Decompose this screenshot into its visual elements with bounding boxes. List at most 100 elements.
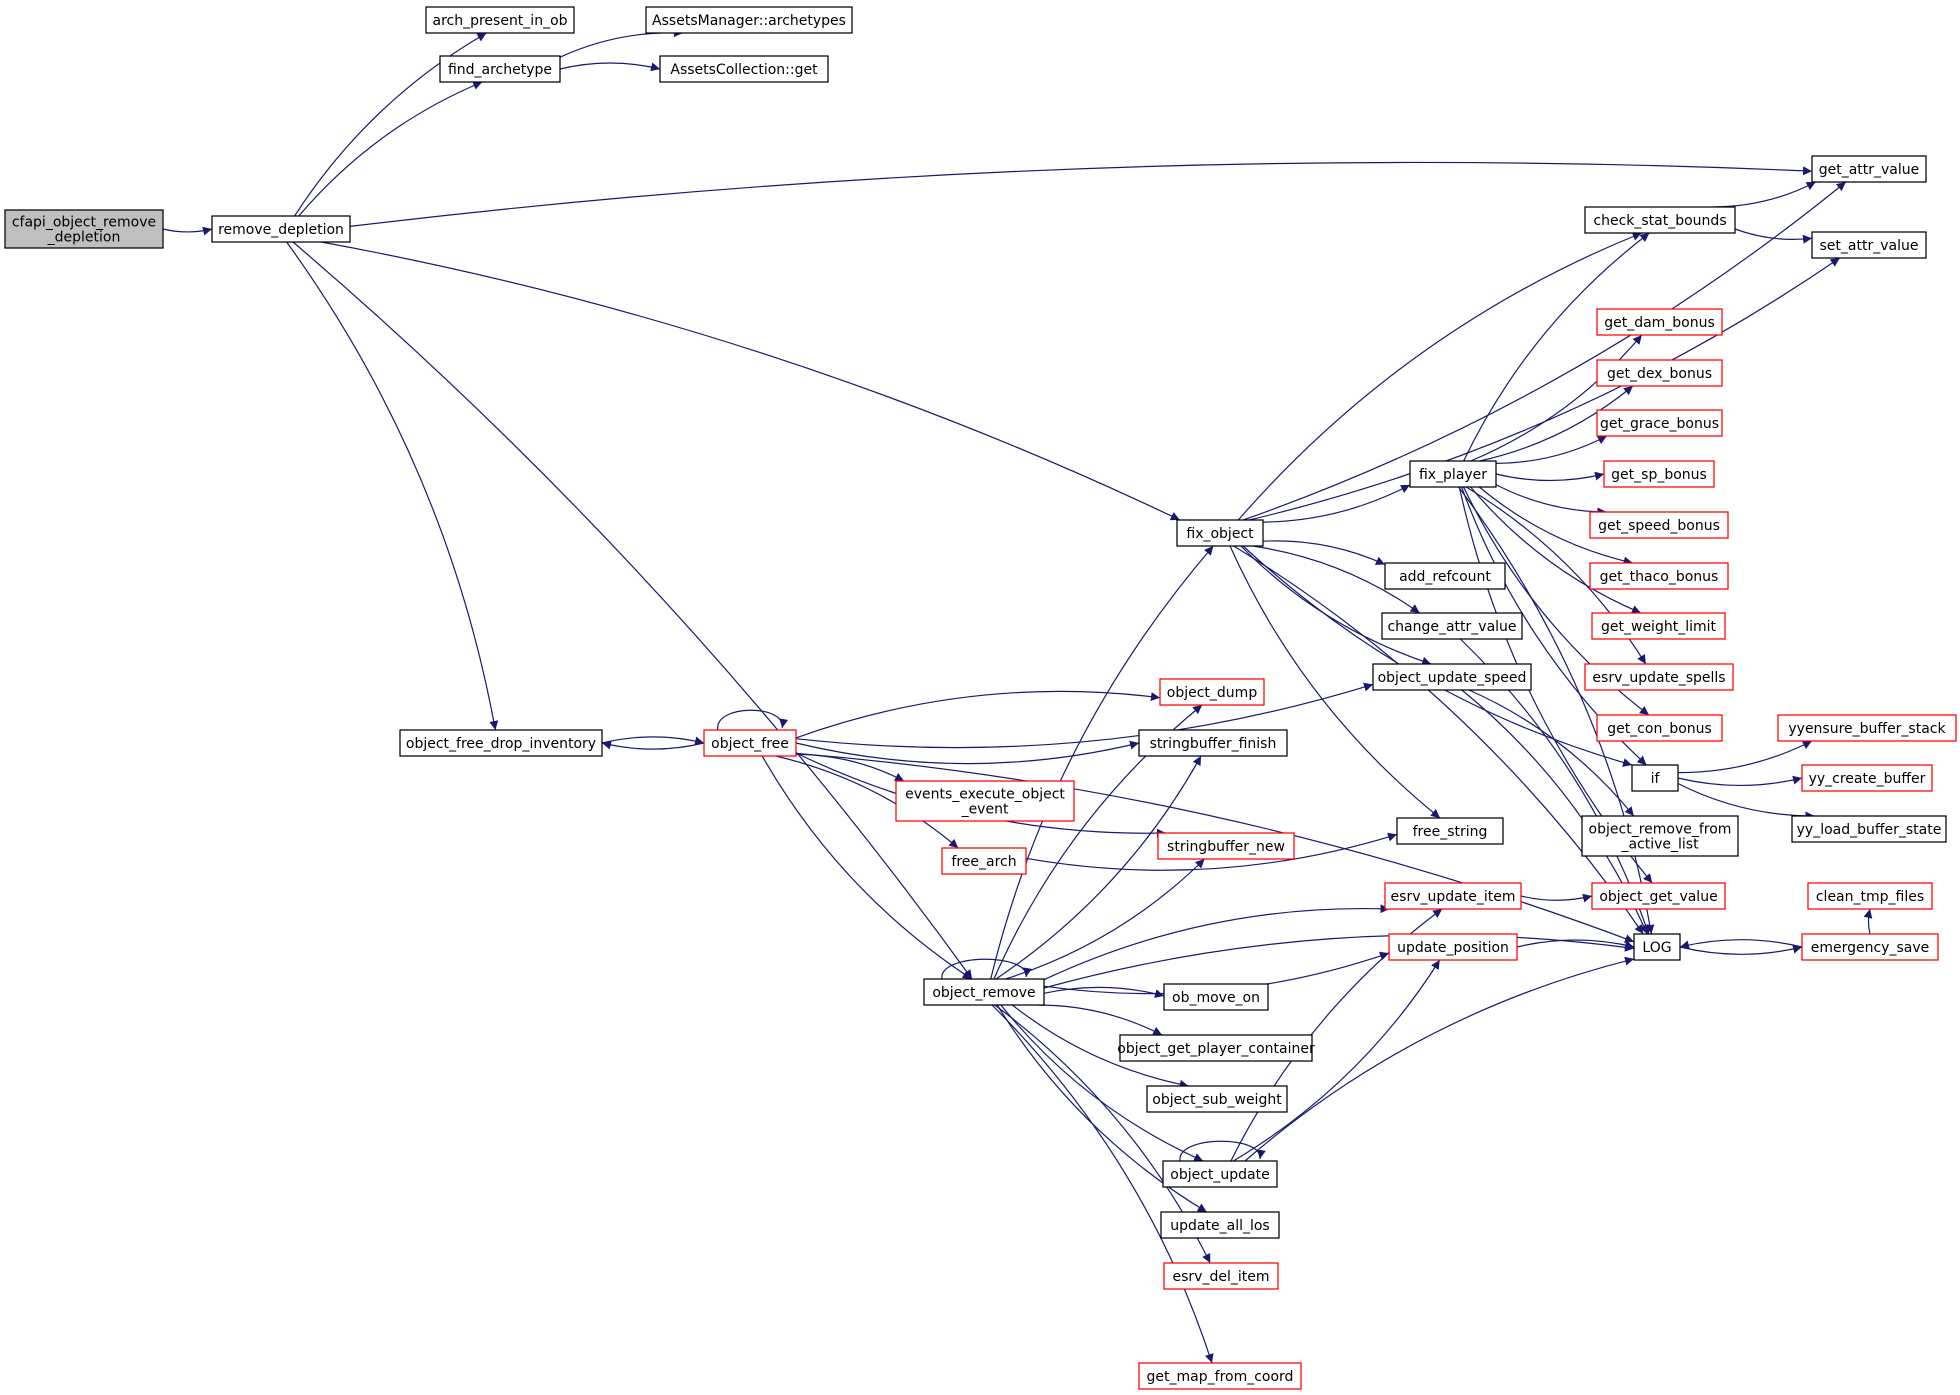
edge-object_remove-to-object_get_player_container bbox=[1037, 1004, 1163, 1036]
node-get-sp-bonus[interactable]: get_sp_bonus bbox=[1603, 460, 1715, 488]
node-object-update[interactable]: object_update bbox=[1162, 1160, 1278, 1188]
node-esrv-update-item[interactable]: esrv_update_item bbox=[1384, 882, 1522, 910]
node-assetscollection-get[interactable]: AssetsCollection::get bbox=[659, 55, 829, 83]
node-get-thaco-bonus[interactable]: get_thaco_bonus bbox=[1589, 562, 1729, 590]
node-object-free[interactable]: object_free bbox=[703, 729, 797, 757]
edge-remove_depletion-to-get_attr_value bbox=[349, 161, 1813, 227]
node-find-archetype[interactable]: find_archetype bbox=[439, 55, 561, 83]
node-get-dam-bonus[interactable]: get_dam_bonus bbox=[1596, 308, 1723, 336]
node-get-grace-bonus[interactable]: get_grace_bonus bbox=[1596, 409, 1723, 437]
edge-LOG-to-emergency_save bbox=[1679, 944, 1803, 955]
node-get-weight-limit[interactable]: get_weight_limit bbox=[1591, 612, 1726, 640]
node-object-remove-from-active-list[interactable]: object_remove_from_active_list bbox=[1581, 815, 1739, 857]
node-log[interactable]: LOG bbox=[1633, 933, 1681, 961]
node-free-string[interactable]: free_string bbox=[1396, 817, 1504, 845]
node-stringbuffer-new[interactable]: stringbuffer_new bbox=[1157, 832, 1295, 860]
node-cfapi-object-remove-depletion[interactable]: cfapi_object_remove_depletion bbox=[4, 209, 164, 249]
node-label: fix_player bbox=[1419, 467, 1487, 483]
node-box bbox=[1146, 1085, 1288, 1113]
node-label: stringbuffer_new bbox=[1167, 839, 1285, 855]
edge-emergency_save-to-LOG bbox=[1679, 939, 1803, 950]
node-esrv-update-spells[interactable]: esrv_update_spells bbox=[1584, 663, 1734, 691]
node-clean-tmp-files[interactable]: clean_tmp_files bbox=[1807, 882, 1933, 910]
node-object-update-speed[interactable]: object_update_speed bbox=[1372, 663, 1532, 691]
node-get-map-from-coord[interactable]: get_map_from_coord bbox=[1138, 1362, 1302, 1390]
node-yy-create-buffer[interactable]: yy_create_buffer bbox=[1801, 764, 1933, 792]
node-update-position[interactable]: update_position bbox=[1388, 933, 1518, 961]
node-box bbox=[425, 6, 575, 34]
node-label: object_sub_weight bbox=[1152, 1092, 1282, 1108]
node-label: cfapi_object_remove bbox=[12, 215, 156, 231]
node-add-refcount[interactable]: add_refcount bbox=[1384, 562, 1506, 590]
edge-fix_player-to-get_dam_bonus bbox=[1470, 334, 1643, 462]
nodes-layer: cfapi_object_remove_depletion remove_depl… bbox=[4, 6, 1957, 1390]
node-box bbox=[1163, 983, 1269, 1011]
edge-object_remove-to-get_map_from_coord bbox=[991, 1004, 1214, 1364]
node-update-all-los[interactable]: update_all_los bbox=[1160, 1211, 1280, 1239]
node-box bbox=[1791, 815, 1947, 843]
node-object-dump[interactable]: object_dump bbox=[1159, 678, 1265, 706]
node-ob-move-on[interactable]: ob_move_on bbox=[1163, 983, 1269, 1011]
node-fix-object[interactable]: fix_object bbox=[1176, 519, 1264, 547]
node-label: add_refcount bbox=[1399, 569, 1491, 585]
node-get-attr-value[interactable]: get_attr_value bbox=[1811, 155, 1927, 183]
edge-fix_player-to-LOG bbox=[1458, 486, 1655, 935]
node-set-attr-value[interactable]: set_attr_value bbox=[1811, 231, 1927, 259]
edge-object_remove-to-LOG bbox=[1043, 934, 1635, 989]
edge-check_stat_bounds-to-set_attr_value bbox=[1734, 228, 1813, 244]
node-yy-load-buffer-state[interactable]: yy_load_buffer_state bbox=[1791, 815, 1947, 843]
node-arch-present-in-ob[interactable]: arch_present_in_ob bbox=[425, 6, 575, 34]
edge-find_archetype-to-AssetsManager_archetypes bbox=[559, 28, 683, 58]
edge-fix_player-to-get_speed_bonus bbox=[1495, 484, 1607, 517]
node-label: free_arch bbox=[951, 854, 1016, 870]
node-label: yy_create_buffer bbox=[1809, 771, 1926, 787]
node-check-stat-bounds[interactable]: check_stat_bounds bbox=[1584, 206, 1736, 234]
node-esrv-del-item[interactable]: esrv_del_item bbox=[1163, 1262, 1279, 1290]
node-get-dex-bonus[interactable]: get_dex_bonus bbox=[1596, 359, 1723, 387]
node-fix-player[interactable]: fix_player bbox=[1409, 460, 1497, 488]
edge-object_free-to-free_arch bbox=[775, 755, 959, 849]
node-label: object_update bbox=[1170, 1167, 1269, 1183]
node-assetsmanager-archetypes[interactable]: AssetsManager::archetypes bbox=[645, 6, 853, 34]
node-events-execute-object-event[interactable]: events_execute_object_event bbox=[895, 780, 1075, 822]
edge-object_free-to-object_free bbox=[717, 709, 789, 731]
node-box bbox=[1160, 1211, 1280, 1239]
edge-object_free-to-object_remove bbox=[761, 755, 973, 980]
node-get-con-bonus[interactable]: get_con_bonus bbox=[1596, 714, 1723, 742]
node-stringbuffer-finish[interactable]: stringbuffer_finish bbox=[1138, 729, 1288, 757]
edge-object_free-to-object_update_speed bbox=[795, 682, 1374, 749]
edge-if-to-yy_load_buffer_state bbox=[1677, 782, 1815, 821]
node-box bbox=[941, 847, 1027, 875]
node-object-sub-weight[interactable]: object_sub_weight bbox=[1146, 1085, 1288, 1113]
node-label: object_dump bbox=[1167, 685, 1258, 701]
edge-object_update-to-object_update bbox=[1179, 1140, 1266, 1162]
node-label: set_attr_value bbox=[1820, 238, 1919, 254]
node-label: get_grace_bonus bbox=[1600, 416, 1719, 432]
node-object-free-drop-inventory[interactable]: object_free_drop_inventory bbox=[399, 729, 603, 757]
node-box bbox=[645, 6, 853, 34]
node-box bbox=[1811, 155, 1927, 183]
edge-object_remove-to-stringbuffer_new bbox=[1005, 858, 1205, 980]
node-if[interactable]: if bbox=[1631, 764, 1679, 792]
node-emergency-save[interactable]: emergency_save bbox=[1801, 933, 1939, 961]
edge-if-to-yyensure_buffer_stack bbox=[1677, 740, 1813, 774]
edge-object_free-to-object_dump bbox=[795, 690, 1161, 739]
node-box bbox=[1633, 933, 1681, 961]
node-label: get_thaco_bonus bbox=[1600, 569, 1719, 585]
node-change-attr-value[interactable]: change_attr_value bbox=[1381, 612, 1523, 640]
node-label: free_string bbox=[1413, 824, 1488, 840]
node-remove-depletion[interactable]: remove_depletion bbox=[211, 215, 351, 243]
node-object-get-value[interactable]: object_get_value bbox=[1591, 882, 1726, 910]
node-label: object_free bbox=[711, 736, 789, 752]
node-free-arch[interactable]: free_arch bbox=[941, 847, 1027, 875]
edge-fix_object-to-LOG bbox=[1233, 545, 1644, 935]
node-box bbox=[1591, 612, 1726, 640]
node-label: ob_move_on bbox=[1172, 990, 1260, 1006]
node-object-get-player-container[interactable]: object_get_player_container bbox=[1117, 1034, 1315, 1062]
node-label: object_remove bbox=[932, 985, 1035, 1001]
edge-object_remove-to-object_remove bbox=[941, 958, 1032, 980]
node-yyensure-buffer-stack[interactable]: yyensure_buffer_stack bbox=[1777, 714, 1957, 742]
node-get-speed-bonus[interactable]: get_speed_bonus bbox=[1589, 511, 1729, 539]
node-object-remove[interactable]: object_remove bbox=[923, 978, 1045, 1006]
